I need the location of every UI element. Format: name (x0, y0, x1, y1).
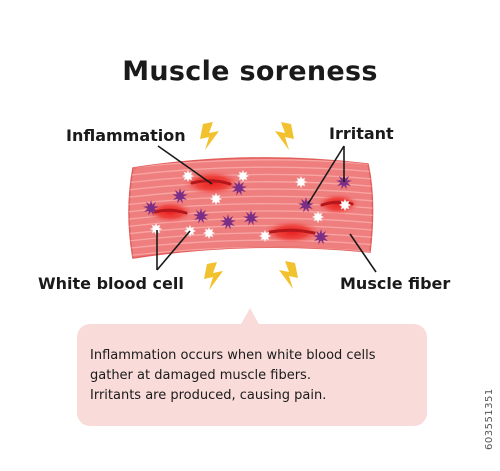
muscle-tear (268, 228, 316, 235)
irritant-star-icon (193, 208, 209, 224)
irritant-star-icon (313, 229, 329, 245)
inflammation-site (262, 220, 322, 244)
page-title: Muscle soreness (122, 56, 378, 87)
irritant-star-icon (231, 180, 247, 196)
irritant-leader-line (307, 145, 345, 205)
inflammation-site (316, 193, 360, 215)
pain-bolts (200, 122, 298, 290)
leader-lines (156, 145, 377, 273)
irritant-star-icon (172, 188, 188, 204)
callout-pointer (240, 308, 260, 326)
white-blood-cell-icon (338, 198, 352, 212)
white-blood-cell-icon (181, 169, 195, 183)
fiber-leader-line (349, 233, 377, 273)
callout-text: Inflammation occurs when white blood cel… (90, 346, 420, 406)
white-blood-cell-icon (311, 210, 325, 224)
white-blood-cells (149, 169, 352, 243)
lightning-bolt-icon (275, 122, 294, 150)
white-blood-cell-icon (236, 169, 250, 183)
white-blood-cell-label: White blood cell (38, 274, 184, 293)
callout-line: Inflammation occurs when white blood cel… (90, 348, 376, 363)
muscle-stripe (129, 173, 373, 185)
muscle-tear (320, 200, 354, 207)
muscle-stripe (129, 166, 373, 177)
muscle-tear (153, 208, 188, 215)
callout-line: gather at damaged muscle fibers. (90, 368, 311, 383)
inflammation-site (146, 201, 194, 223)
lightning-bolt-icon (204, 262, 223, 290)
white-blood-cell-icon (209, 192, 223, 206)
irritants (143, 174, 352, 245)
muscle-stripe (129, 188, 373, 199)
muscle-stripe (129, 159, 373, 170)
white-blood-cell-icon (294, 175, 308, 189)
muscle-fiber-label: Muscle fiber (340, 274, 451, 293)
muscle-tear (190, 179, 232, 186)
stock-id-watermark: 603551351 (484, 388, 495, 450)
inflammation-site (182, 170, 242, 196)
inflammation-label: Inflammation (66, 126, 186, 145)
irritant-label: Irritant (329, 124, 394, 143)
white-blood-cell-icon (202, 226, 216, 240)
irritant-star-icon (220, 214, 236, 230)
inflammation-sites (146, 170, 360, 244)
callout-box (77, 324, 427, 426)
white-blood-cell-icon (149, 222, 163, 236)
callout-line: Irritants are produced, causing pain. (90, 388, 327, 403)
muscle-stripe (129, 232, 373, 243)
irritant-star-icon (143, 200, 159, 216)
inflammation-leader-line (157, 145, 213, 185)
irritant-star-icon (243, 210, 259, 226)
white-blood-cell-icon (258, 229, 272, 243)
wbc-leader-line (156, 230, 191, 271)
lightning-bolt-icon (279, 261, 298, 289)
muscle-stripe (129, 239, 373, 250)
lightning-bolt-icon (200, 122, 219, 150)
